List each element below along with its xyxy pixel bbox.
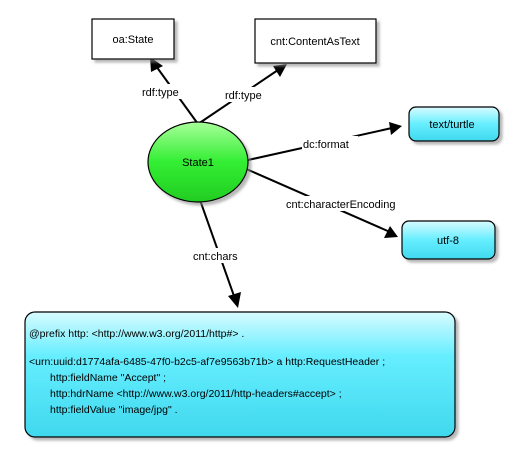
node-label-oa-state: oa:State (113, 34, 154, 46)
literal-line-field-name: http:fieldName "Accept" ; (50, 372, 167, 384)
literal-line-subject: <urn:uuid:d1774afa-6485-47f0-b2c5-af7e95… (29, 356, 386, 368)
literal-node-box[interactable] (24, 311, 456, 438)
node-oa-state[interactable]: oa:State (91, 18, 175, 60)
node-utf8[interactable]: utf-8 (401, 220, 496, 260)
edge-label-rdf-type-2: rdf:type (225, 90, 262, 102)
node-label-state1: State1 (182, 157, 214, 169)
edge-label-rdf-type-1: rdf:type (142, 87, 179, 99)
node-label-content-as-text: cnt:ContentAsText (270, 36, 359, 48)
node-content-as-text[interactable]: cnt:ContentAsText (254, 18, 377, 64)
node-label-text-turtle: text/turtle (429, 119, 474, 131)
edge-label-character-encoding: cnt:characterEncoding (286, 199, 395, 211)
literal-line-hdr-name: http:hdrName <http://www.w3.org/2011/htt… (50, 388, 342, 400)
node-label-utf8: utf-8 (437, 235, 459, 247)
node-text-turtle[interactable]: text/turtle (408, 106, 500, 142)
literal-line-prefix: @prefix http: <http://www.w3.org/2011/ht… (29, 328, 245, 340)
node-state1[interactable]: State1 (147, 121, 249, 203)
literal-node-content: @prefix http: <http://www.w3.org/2011/ht… (25, 312, 455, 437)
edge-label-dc-format: dc:format (303, 139, 349, 151)
edge-label-chars: cnt:chars (193, 251, 238, 263)
literal-line-field-value: http:fieldValue "image/jpg" . (50, 404, 178, 416)
